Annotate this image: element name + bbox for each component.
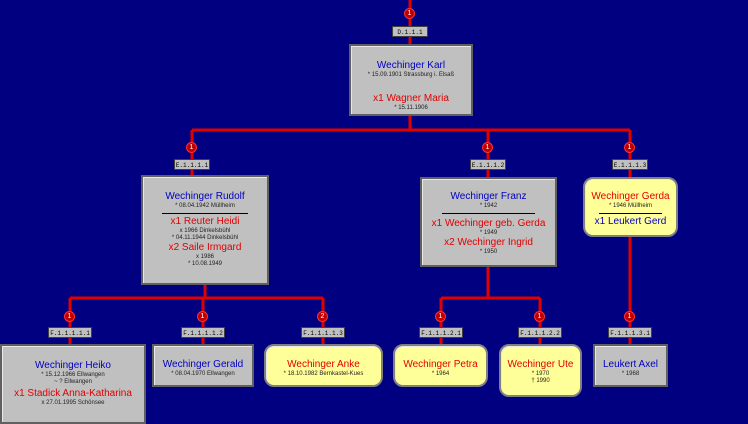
generation-badge[interactable]: 1	[624, 142, 635, 153]
generation-badge[interactable]: 1	[404, 8, 415, 19]
spouse-birth-info: * 04.11.1944 Dinkelsbühl	[171, 235, 239, 241]
person-code-label[interactable]: E.1.1.1.1	[174, 159, 210, 170]
person-name: Wechinger Gerda	[591, 191, 670, 202]
generation-badge[interactable]: 1	[186, 142, 197, 153]
person-box-leukert-axel[interactable]: Leukert Axel * 1968	[593, 344, 668, 387]
marriage-info: x 1966 Dinkelsbühl	[179, 228, 231, 234]
person-name: Wechinger Franz	[450, 191, 527, 202]
person-code-label[interactable]: F.1.1.1.2.2	[518, 327, 562, 338]
person-code-label[interactable]: E.1.1.1.3	[612, 159, 648, 170]
person-box-wechinger-gerald[interactable]: Wechinger Gerald * 08.04.1970 Ellwangen	[152, 344, 254, 387]
person-code-label[interactable]: F.1.1.1.3.1	[608, 327, 652, 338]
person-code-label[interactable]: F.1.1.1.1.1	[48, 327, 92, 338]
birth-info: * 15.09.1901 Strassburg i. Elsaß	[367, 72, 455, 78]
generation-badge[interactable]: 1	[624, 311, 635, 322]
generation-badge[interactable]: 1	[482, 142, 493, 153]
person-name: Leukert Axel	[602, 359, 659, 370]
person-code-label[interactable]: D.1.1.1	[392, 26, 428, 37]
person-name: Wechinger Karl	[376, 60, 446, 71]
person-name: Wechinger Anke	[287, 359, 360, 370]
marriage-info: x 1986	[195, 254, 214, 260]
spouse-name: x1 Leukert Gerd	[594, 216, 667, 227]
person-code-label[interactable]: F.1.1.1.1.2	[181, 327, 225, 338]
generation-badge[interactable]: 1	[64, 311, 75, 322]
death-info: † 1990	[531, 378, 550, 384]
spouse-name: x1 Wagner Maria	[373, 93, 449, 104]
generation-badge[interactable]: 1	[197, 311, 208, 322]
birth-info: * 1942	[479, 203, 498, 209]
birth-info: * 18.10.1982 Bernkastel-Kues	[283, 371, 364, 377]
spouse-name: x2 Wechinger Ingrid	[444, 237, 533, 248]
person-code-label[interactable]: E.1.1.1.2	[470, 159, 506, 170]
spouse-name: x2 Saile Irmgard	[168, 242, 242, 253]
person-name: Wechinger Ute	[507, 359, 574, 370]
divider	[441, 213, 536, 214]
person-box-wechinger-rudolf[interactable]: Wechinger Rudolf * 08.04.1942 Müllheim x…	[141, 175, 269, 285]
spouse-birth-info: * 10.08.1949	[187, 261, 223, 267]
generation-badge[interactable]: 1	[435, 311, 446, 322]
divider	[161, 213, 249, 214]
person-box-wechinger-petra[interactable]: Wechinger Petra * 1964	[393, 344, 488, 387]
birth-info: * 1964	[431, 371, 450, 377]
person-box-wechinger-heiko[interactable]: Wechinger Heiko * 15.12.1966 Ellwangen ~…	[0, 344, 146, 424]
person-box-wechinger-gerda[interactable]: Wechinger Gerda * 1946 Müllheim x1 Leuke…	[583, 177, 678, 237]
person-box-wechinger-anke[interactable]: Wechinger Anke * 18.10.1982 Bernkastel-K…	[264, 344, 383, 387]
spouse-birth-info: * 1950	[479, 249, 498, 255]
person-box-wechinger-franz[interactable]: Wechinger Franz * 1942 x1 Wechinger geb.…	[420, 177, 557, 267]
birth-info: * 15.12.1966 Ellwangen	[41, 372, 105, 378]
person-name: Wechinger Gerald	[162, 359, 244, 370]
person-code-label[interactable]: F.1.1.1.2.1	[419, 327, 463, 338]
birth-info: * 08.04.1942 Müllheim	[175, 203, 235, 209]
spouse-name: x1 Reuter Heidi	[170, 216, 240, 227]
spouse-birth-info: * 15.11.1906	[394, 105, 428, 111]
person-code-label[interactable]: F.1.1.1.1.3	[301, 327, 345, 338]
birth-info: * 1970	[531, 371, 550, 377]
marriage-info: x 27.01.1995 Schönsee	[41, 400, 105, 406]
generation-badge[interactable]: 1	[534, 311, 545, 322]
spouse-birth-info: * 1949	[479, 230, 498, 236]
spouse-name: x1 Wechinger geb. Gerda	[431, 218, 546, 229]
spouse-name: x1 Stadick Anna-Katharina	[14, 388, 132, 399]
person-box-wechinger-karl[interactable]: Wechinger Karl * 15.09.1901 Strassburg i…	[349, 44, 473, 116]
person-name: Wechinger Rudolf	[165, 191, 245, 202]
birth-info: * 1946 Müllheim	[608, 203, 653, 209]
generation-badge[interactable]: 2	[317, 311, 328, 322]
person-name: Wechinger Petra	[403, 359, 478, 370]
birth-info: * 08.04.1970 Ellwangen	[171, 371, 235, 377]
person-box-wechinger-ute[interactable]: Wechinger Ute * 1970 † 1990	[499, 344, 582, 397]
divider	[598, 213, 663, 214]
person-name: Wechinger Heiko	[35, 360, 111, 371]
death-info: ~ ? Ellwangen	[54, 379, 92, 385]
birth-info: * 1968	[621, 371, 640, 377]
